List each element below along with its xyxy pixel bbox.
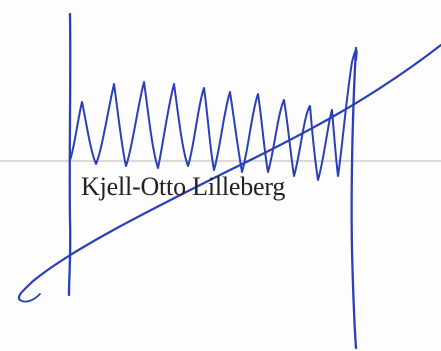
- signature-hook-stroke: [19, 293, 41, 303]
- signature-right-stroke: [350, 46, 358, 350]
- signature-zigzag-stroke: [69, 49, 358, 181]
- signature-diagonal-stroke: [17, 43, 441, 302]
- signature-left-stroke: [67, 12, 72, 297]
- signature-baseline: [0, 160, 441, 162]
- signatory-printed-name: Kjell-Otto Lilleberg: [81, 172, 286, 201]
